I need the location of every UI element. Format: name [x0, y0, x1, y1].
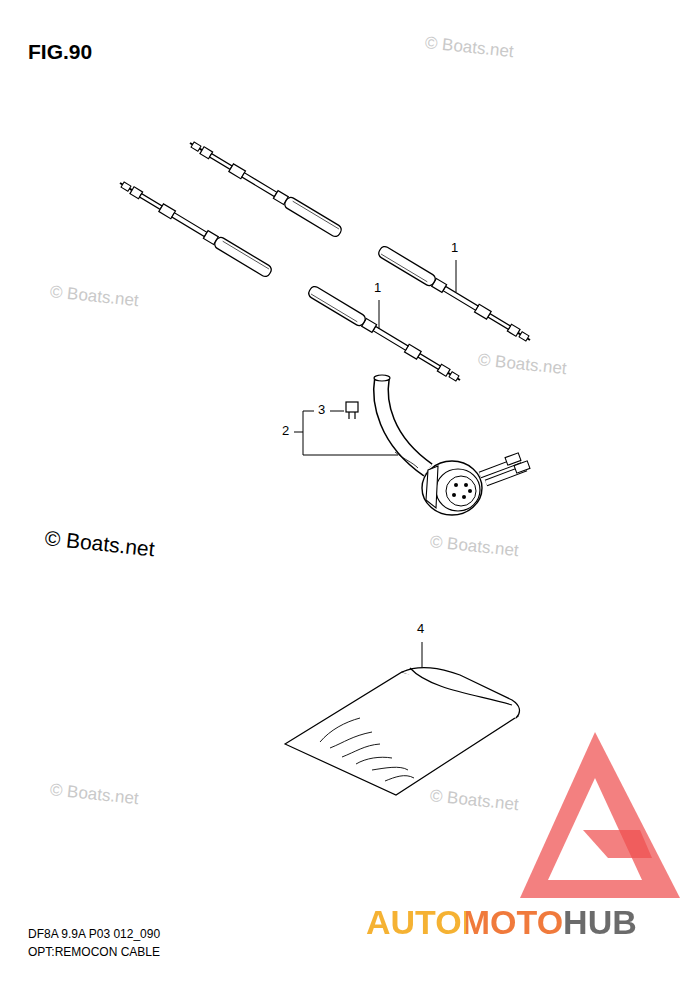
watermark: © Boats.net: [49, 282, 140, 311]
watermark: © Boats.net: [44, 526, 156, 562]
leader-line: [294, 260, 456, 668]
harness-connector: [374, 375, 530, 515]
callout-number: 2: [282, 424, 289, 439]
watermark: © Boats.net: [429, 786, 520, 815]
logo-mark: [520, 732, 680, 898]
callout-number: 1: [374, 281, 381, 296]
watermark: © Boats.net: [49, 780, 140, 809]
figure-caption: OPT:REMOCON CABLE: [28, 946, 160, 960]
figure-title: FIG.90: [28, 40, 92, 64]
parts-bag: [285, 668, 519, 795]
remote-cable: [117, 178, 463, 385]
watermark: © Boats.net: [424, 33, 515, 62]
callout-number: 4: [417, 622, 424, 637]
figure-code: DF8A 9.9A P03 012_090: [28, 928, 160, 942]
fuse: [346, 402, 358, 419]
callout-number: 1: [451, 241, 458, 256]
logo-text: AUTOMOTOHUB: [366, 903, 637, 942]
watermark: © Boats.net: [477, 350, 568, 379]
watermark: © Boats.net: [429, 532, 520, 561]
callout-number: 3: [318, 403, 325, 418]
